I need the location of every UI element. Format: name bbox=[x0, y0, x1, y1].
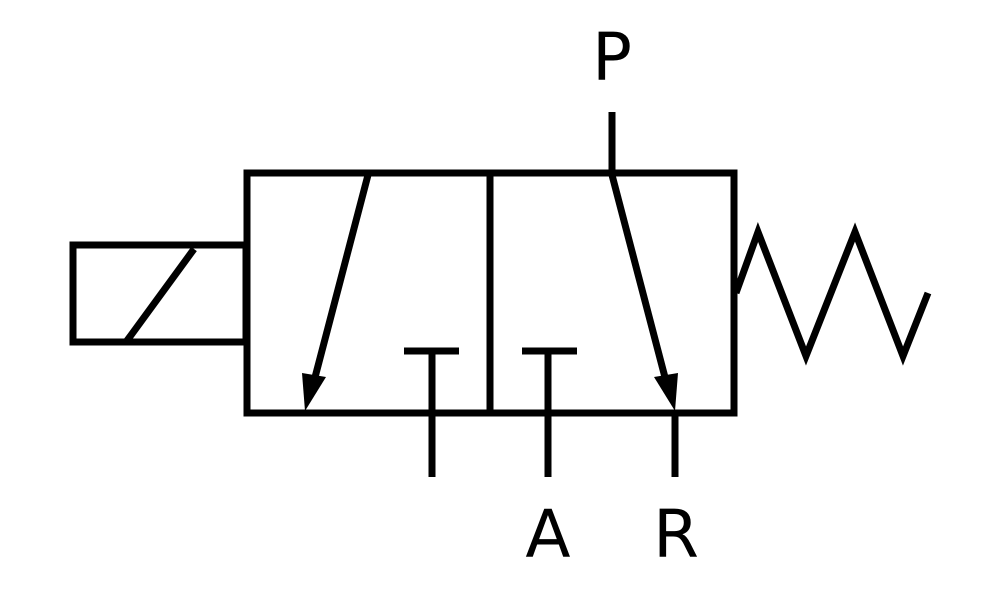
right-arrowhead bbox=[654, 373, 678, 411]
solenoid-actuator bbox=[69, 241, 250, 346]
left-position-flow-arrow bbox=[302, 174, 372, 411]
pressure-port-label: P bbox=[592, 19, 632, 96]
return-spring bbox=[732, 222, 932, 366]
left-arrowhead bbox=[302, 373, 326, 411]
work-port-label: A bbox=[525, 496, 570, 573]
solenoid-coil-line bbox=[123, 246, 197, 345]
left-blocked-port bbox=[404, 347, 459, 477]
right-position-flow-arrow bbox=[608, 174, 678, 411]
right-blocked-port bbox=[522, 347, 577, 477]
valve-body bbox=[243, 169, 738, 417]
exhaust-port-label: R bbox=[653, 496, 699, 573]
